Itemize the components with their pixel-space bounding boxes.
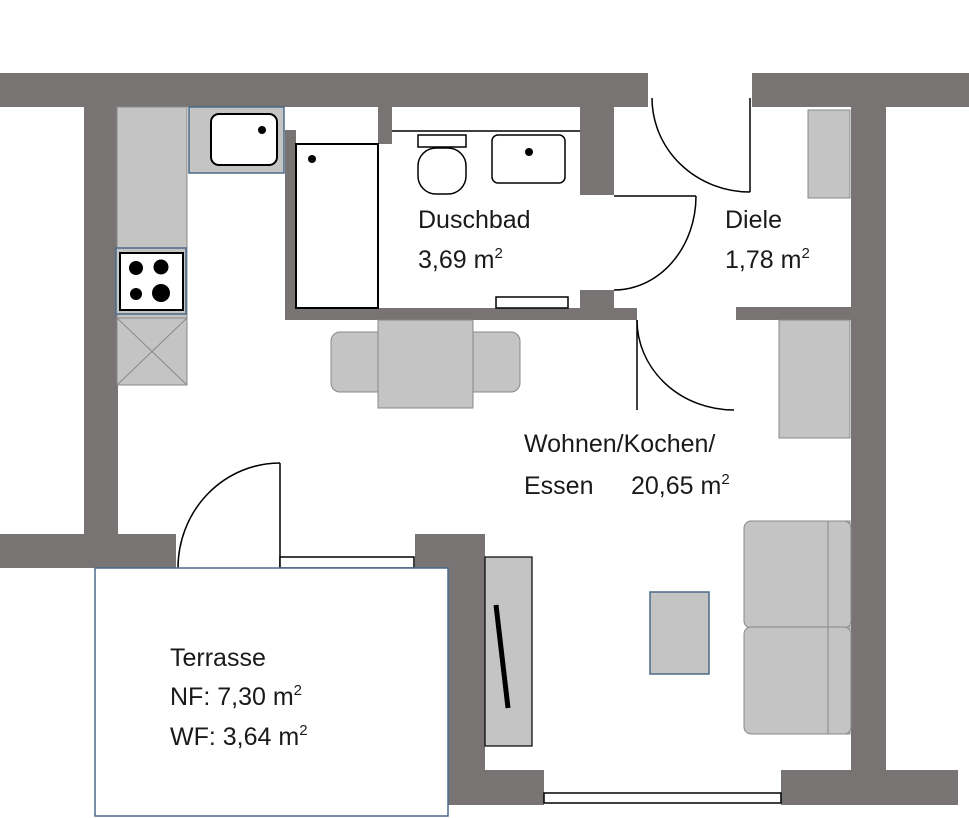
toilet-tank: [417, 134, 467, 148]
sink-basin: [210, 113, 278, 166]
sink-drain-icon: [258, 126, 266, 134]
appliance-cross: [116, 317, 188, 386]
dining-table: [377, 319, 474, 409]
stove-top: [119, 252, 184, 311]
hallway: [636, 97, 851, 411]
wall-bath-left: [285, 130, 296, 320]
label-diele-area: 1,78 m2: [725, 245, 810, 274]
wall-left: [84, 73, 118, 568]
terrace-door-swing: [177, 462, 281, 569]
wall-bath-bottom: [285, 308, 637, 320]
label-terrasse-wf: WF: 3,64 m2: [170, 722, 308, 751]
washbasin-drain-icon: [525, 148, 533, 156]
shower-drain-icon: [308, 155, 316, 163]
label-diele-name: Diele: [725, 206, 782, 234]
sofa-seat: [743, 626, 852, 735]
burner-icon: [153, 259, 169, 275]
label-wohnen-area: 20,65 m2: [631, 471, 730, 500]
tv-board: [484, 556, 533, 747]
coffee-table: [649, 591, 710, 675]
label-duschbad-name: Duschbad: [418, 206, 531, 234]
burner-icon: [129, 261, 143, 275]
bathroom: [295, 130, 697, 309]
entrance-door-swing: [651, 97, 751, 193]
bath-door-swing: [613, 195, 697, 291]
sideboard: [778, 319, 851, 439]
label-terrasse-nf: NF: 7,30 m2: [170, 682, 302, 711]
shower-tray: [295, 143, 379, 309]
window-bottom: [543, 792, 782, 804]
burner-icon: [152, 284, 170, 302]
terrace-area: [94, 567, 449, 817]
wall-bath-right-upper: [580, 100, 614, 195]
label-wohnen-name-2: Essen: [524, 472, 593, 500]
room-labels: Duschbad 3,69 m2 Diele 1,78 m2 Wohnen/Ko…: [170, 206, 810, 751]
wall-bottom-left: [448, 770, 544, 805]
label-terrasse-name: Terrasse: [170, 644, 266, 672]
wall-bath-right-lower: [580, 290, 614, 320]
wall-bath-top-stub: [378, 100, 392, 144]
label-wohnen-name: Wohnen/Kochen/: [524, 430, 715, 458]
wall-bottom-right: [781, 770, 886, 805]
wall-left-return: [0, 534, 176, 568]
wall-diele-bottom: [736, 307, 851, 320]
wardrobe: [807, 109, 851, 199]
kitchen: [115, 106, 285, 386]
label-duschbad-area: 3,69 m2: [418, 245, 503, 274]
wall-right: [851, 73, 886, 805]
burner-icon: [130, 288, 142, 300]
terrace-window: [279, 556, 415, 569]
tv-screen: [493, 604, 511, 709]
washbasin: [491, 134, 566, 184]
living-area: [177, 319, 852, 804]
living-door-swing: [636, 319, 735, 411]
towel-rail: [495, 296, 569, 309]
sofa-seat: [743, 520, 852, 629]
toilet-bowl: [417, 147, 467, 195]
